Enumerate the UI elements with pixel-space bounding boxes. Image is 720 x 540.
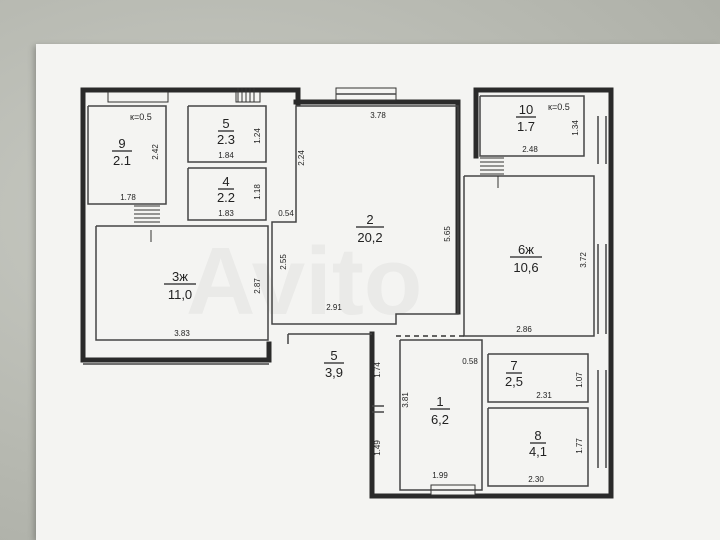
- room-number: 10: [519, 102, 533, 117]
- room-dim: 1.34: [571, 120, 580, 136]
- room-7: 7 2,5 0.58 1.07 2.31: [462, 357, 584, 400]
- room-dim: 0.54: [278, 209, 294, 218]
- room-dim: 2.87: [253, 278, 262, 294]
- room-area: 3,9: [325, 365, 343, 380]
- room-number: 5: [330, 348, 337, 363]
- room-dim: 1.74: [373, 362, 382, 378]
- room-dim: 1.84: [218, 151, 234, 160]
- room-dim: 1.77: [575, 438, 584, 454]
- room-8: 8 4,1 1.77 2.30: [528, 428, 584, 484]
- room-dim: 2.48: [522, 145, 538, 154]
- room-dim: 1.07: [575, 372, 584, 388]
- room-area: 6,2: [431, 412, 449, 427]
- ventilation-shafts: [134, 88, 504, 242]
- room-number: 4: [222, 174, 229, 189]
- room-dim: 0.58: [462, 357, 478, 366]
- room-area: 2.2: [217, 190, 235, 205]
- room-number: 2: [366, 212, 373, 227]
- room-6: 6ж 10,6 3.72 2.86: [510, 242, 588, 334]
- room-5a: 5 2.3 1.24 1.84: [217, 116, 262, 160]
- room-dim: 2.55: [279, 254, 288, 270]
- room-dim: 2.24: [297, 150, 306, 166]
- room-coef: к=0.5: [548, 102, 570, 112]
- room-dim: 2.91: [326, 303, 342, 312]
- room-dim: 2.86: [516, 325, 532, 334]
- room-dim: 5.65: [443, 226, 452, 242]
- room-dim: 1.78: [120, 193, 136, 202]
- room-area: 20,2: [357, 230, 382, 245]
- room-dim: 3.78: [370, 111, 386, 120]
- room-area: 1.7: [517, 119, 535, 134]
- floor-plan: Avito: [80, 87, 614, 499]
- room-number: 6ж: [518, 242, 534, 257]
- room-3: 3ж 11,0 2.87 3.83: [164, 269, 262, 338]
- room-dim: 1.99: [432, 471, 448, 480]
- watermark: Avito: [186, 228, 422, 335]
- room-5b: 5 3,9 1.74 1.49: [324, 348, 382, 456]
- interior-walls: [83, 95, 607, 491]
- room-number: 5: [222, 116, 229, 131]
- room-number: 8: [534, 428, 541, 443]
- windows: [107, 87, 476, 496]
- room-area: 2.1: [113, 153, 131, 168]
- room-dim: 1.49: [373, 440, 382, 456]
- room-dim: 1.83: [218, 209, 234, 218]
- room-dim: 2.30: [528, 475, 544, 484]
- room-coef: к=0.5: [130, 112, 152, 122]
- room-1: 1 6,2 3.81 1.99: [401, 392, 450, 480]
- room-dim: 3.81: [401, 392, 410, 408]
- room-4: 4 2.2 1.18 1.83: [217, 174, 262, 218]
- room-area: 11,0: [168, 287, 192, 302]
- room-dim: 2.42: [151, 144, 160, 160]
- room-dim: 1.18: [253, 184, 262, 200]
- room-area: 10,6: [513, 260, 538, 275]
- paper-sheet: Avito: [36, 44, 720, 540]
- outer-walls: [80, 87, 614, 499]
- room-dim: 1.24: [253, 128, 262, 144]
- room-area: 4,1: [529, 444, 547, 459]
- room-number: 7: [510, 358, 517, 373]
- room-area: 2,5: [505, 374, 523, 389]
- room-9: 9 2.1 к=0.5 2.42 1.78: [112, 112, 160, 202]
- room-number: 9: [118, 136, 125, 151]
- room-2: 2 20,2 3.78 2.24 0.54 2.55 5.65 2.91: [278, 111, 452, 312]
- room-10: 10 1.7 к=0.5 1.34 2.48: [516, 102, 580, 154]
- room-number: 3ж: [172, 269, 188, 284]
- room-dim: 3.83: [174, 329, 190, 338]
- room-dim: 3.72: [579, 252, 588, 268]
- room-dim: 2.31: [536, 391, 552, 400]
- room-number: 1: [436, 394, 443, 409]
- room-area: 2.3: [217, 132, 235, 147]
